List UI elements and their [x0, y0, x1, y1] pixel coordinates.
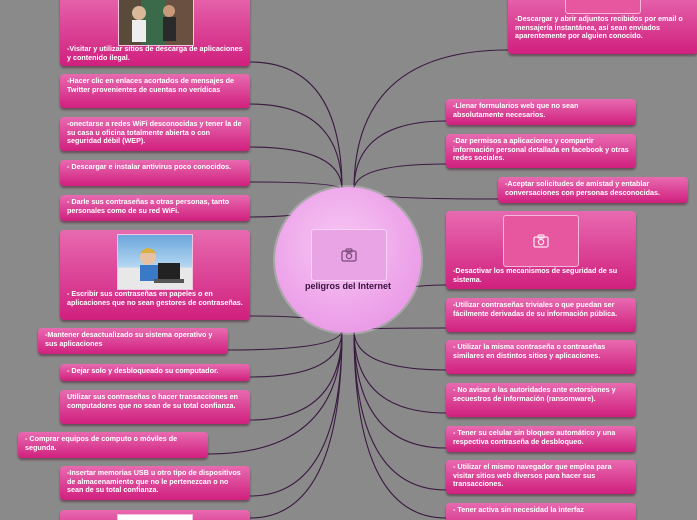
branch-text: -Hacer clic en enlaces acortados de mens… [67, 76, 234, 94]
branch-node[interactable]: -Llenar formularios web que no sean abso… [446, 99, 636, 125]
branch-text: - Descargar e instalar antivirus poco co… [67, 162, 232, 171]
branch-text: -Utilizar contraseñas triviales o que pu… [453, 300, 618, 318]
branch-node[interactable]: -Visitar y utilizar sitios de descarga d… [60, 0, 250, 66]
branch-node[interactable]: -Hacer clic en enlaces acortados de mens… [60, 74, 250, 108]
branch-text: - Tener activa sin necesidad la interfaz [453, 505, 584, 514]
branch-node[interactable]: -Insertar memorias USB u otro tipo de di… [60, 466, 250, 500]
branch-node[interactable]: - Descargar e instalar antivirus poco co… [60, 160, 250, 186]
branch-text: -Desactivar los mecanismos de seguridad … [453, 266, 618, 284]
camera-icon [503, 215, 579, 267]
branch-text: - Comprar equipos de computo o móviles d… [25, 434, 178, 452]
branch-text: - Utilizar la misma contraseña o contras… [453, 342, 606, 360]
branch-node[interactable]: - Tener su celular sin bloqueo automátic… [446, 426, 636, 452]
camera-icon [311, 229, 387, 281]
camera-icon [565, 0, 641, 14]
branch-text: -Insertar memorias USB u otro tipo de di… [67, 468, 241, 495]
connector-line [249, 329, 343, 497]
branch-node[interactable]: - Dejar solo y desbloqueado su computado… [60, 364, 250, 381]
connector-line [353, 329, 447, 414]
branch-text: -onectarse a redes WiFi desconocidas y t… [67, 119, 242, 146]
connector-line [249, 103, 343, 191]
branch-node[interactable]: - Escribir sus contraseñas en papeles o … [60, 230, 250, 320]
connector-line [207, 329, 343, 455]
connector-line [249, 329, 343, 421]
connector-line [249, 146, 343, 191]
branch-text: -Mantener desactualizado su sistema oper… [45, 330, 213, 348]
branch-node[interactable]: Utilizar sus contraseñas o hacer transac… [60, 390, 250, 424]
branch-node[interactable]: -Aceptar solicitudes de amistad y entabl… [498, 177, 688, 203]
branch-node[interactable]: - Utilizar el mismo navegador que emplea… [446, 460, 636, 494]
branch-node[interactable]: - Comprar equipos de computo o móviles d… [18, 432, 208, 458]
branch-node[interactable]: - Utilizar la misma contraseña o contras… [446, 340, 636, 374]
connector-line [249, 329, 343, 378]
people-photo-icon [118, 0, 194, 46]
connector-line [353, 329, 447, 449]
connector-line [353, 163, 447, 191]
connector-line [353, 329, 447, 519]
branch-node[interactable]: - No avisar a las autoridades ante extor… [446, 383, 636, 417]
branch-text: - Escribir sus contraseñas en papeles o … [67, 289, 243, 307]
branch-text: - Tener su celular sin bloqueo automátic… [453, 428, 616, 446]
connector-line [249, 61, 343, 191]
branch-text: -Descargar y abrir adjuntos recibidos po… [515, 14, 683, 41]
branch-text: Utilizar sus contraseñas o hacer transac… [67, 392, 238, 410]
branch-node[interactable]: -Utilizar contraseñas triviales o que pu… [446, 298, 636, 332]
branch-text: -Visitar y utilizar sitios de descarga d… [67, 44, 243, 62]
branch-node[interactable]: -onectarse a redes WiFi desconocidas y t… [60, 117, 250, 151]
central-topic-title: peligros del Internet [304, 281, 391, 291]
branch-node[interactable]: -Desactivar los mecanismos de seguridad … [446, 211, 636, 289]
branch-node[interactable]: -Dar permisos a aplicaciones y compartir… [446, 134, 636, 168]
connector-line [249, 329, 343, 519]
branch-text: -Dar permisos a aplicaciones y compartir… [453, 136, 629, 163]
connector-line [353, 329, 447, 371]
branch-text: -Aceptar solicitudes de amistad y entabl… [505, 179, 660, 197]
branch-text: - Dejar solo y desbloqueado su computado… [67, 366, 219, 375]
child-laptop-photo-icon [117, 234, 193, 290]
connector-line [353, 329, 447, 491]
connector-line [353, 49, 509, 191]
branch-text: - No avisar a las autoridades ante extor… [453, 385, 616, 403]
branch-text: -Llenar formularios web que no sean abso… [453, 101, 579, 119]
photo-icon [117, 514, 193, 520]
branch-node[interactable]: -Descargar y abrir adjuntos recibidos po… [508, 0, 697, 54]
branch-text: - Darle sus contraseñas a otras personas… [67, 197, 230, 215]
branch-node[interactable]: -Mantener desactualizado su sistema oper… [38, 328, 228, 354]
branch-node[interactable] [60, 510, 250, 520]
connector-line [227, 329, 343, 351]
branch-node[interactable]: - Darle sus contraseñas a otras personas… [60, 195, 250, 221]
branch-node[interactable]: - Tener activa sin necesidad la interfaz [446, 503, 636, 520]
branch-text: - Utilizar el mismo navegador que emplea… [453, 462, 612, 489]
connector-line [353, 120, 447, 191]
central-topic[interactable]: peligros del Internet [275, 187, 421, 333]
